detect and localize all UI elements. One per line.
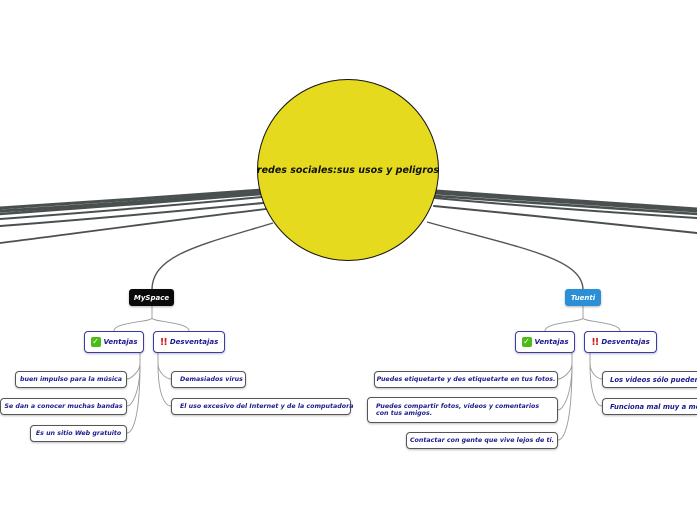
connector-myspace-ventajas	[113, 306, 153, 332]
leaf-tuenti-desventaja-1[interactable]: Los videos sólo pueden su	[602, 371, 697, 388]
leaf-myspace-desventaja-2[interactable]: El uso excesivo del Internet y de la com…	[171, 398, 354, 415]
myspace-ventajas[interactable]: ✓ Ventajas	[84, 331, 144, 353]
connector-offscreen-left-6	[0, 208, 267, 244]
leaf-text: Es un sitio Web gratuito	[35, 430, 122, 437]
leaf-text: El uso excesivo del Internet y de la com…	[180, 403, 354, 410]
connector-offscreen-left-4	[0, 196, 263, 220]
leaf-text: Puedes compartir fotos, videos y comenta…	[376, 403, 540, 417]
leaf-tuenti-ventaja-2[interactable]: Puedes compartir fotos, videos y comenta…	[367, 397, 558, 423]
connector-tu-v-1	[557, 353, 573, 380]
topic-tuenti[interactable]: Tuenti	[565, 289, 601, 306]
connector-offscreen-left-1	[0, 188, 264, 210]
leaf-text: Puedes etiquetarte y des etiquetarte en …	[376, 376, 556, 383]
check-icon: ✓	[90, 337, 101, 347]
connector-ms-v-1	[126, 353, 141, 380]
leaf-myspace-ventaja-2[interactable]: Se dan a conocer muchas bandas	[0, 398, 127, 415]
leaf-text: buen impulso para la música	[20, 376, 122, 383]
leaf-tuenti-desventaja-2[interactable]: Funciona mal muy a menu	[602, 398, 697, 415]
connector-tuenti-ventajas	[544, 306, 584, 332]
connector-central-tuenti	[426, 221, 584, 291]
connector-tu-v-3	[557, 363, 573, 441]
leaf-myspace-desventaja-1[interactable]: Demasiados virus	[171, 371, 246, 388]
topic-tuenti-label: Tuenti	[570, 293, 596, 302]
tuenti-ventajas-label: Ventajas	[534, 338, 569, 346]
connector-ms-d-1	[157, 353, 172, 380]
connector-offscreen-right-5	[433, 205, 697, 234]
central-topic[interactable]: redes sociales:sus usos y peligros	[257, 79, 439, 261]
leaf-myspace-ventaja-1[interactable]: buen impulso para la música	[15, 371, 127, 388]
leaf-tuenti-ventaja-1[interactable]: Puedes etiquetarte y des etiquetarte en …	[374, 371, 558, 388]
connector-offscreen-right-4	[434, 197, 697, 219]
topic-myspace-label: MySpace	[133, 293, 170, 302]
myspace-ventajas-label: Ventajas	[103, 338, 138, 346]
connector-tu-d-1	[589, 353, 603, 380]
tuenti-desventajas-label: Desventajas	[601, 338, 650, 346]
connector-offscreen-right-1	[434, 189, 697, 211]
connector-offscreen-left-5	[0, 202, 264, 227]
tuenti-desventajas[interactable]: !! Desventajas	[584, 331, 657, 353]
leaf-text: Los videos sólo pueden su	[610, 375, 697, 384]
connector-central-myspace	[151, 222, 274, 291]
myspace-desventajas-label: Desventajas	[169, 338, 219, 346]
connector-offscreen-left-2	[0, 190, 264, 213]
connector-myspace-desventajas	[151, 317, 190, 332]
connector-tu-d-2	[589, 363, 603, 407]
leaf-text: Se dan a conocer muchas bandas	[4, 403, 123, 410]
leaf-myspace-ventaja-3[interactable]: Es un sitio Web gratuito	[30, 425, 127, 442]
connector-offscreen-left-3	[0, 192, 264, 216]
leaf-text: Funciona mal muy a menu	[610, 402, 697, 411]
connector-ms-d-2	[157, 363, 172, 407]
topic-myspace[interactable]: MySpace	[129, 289, 174, 306]
myspace-desventajas[interactable]: !! Desventajas	[153, 331, 225, 353]
connector-ms-v-3	[126, 363, 141, 434]
central-topic-label: redes sociales:sus usos y peligros	[256, 164, 440, 176]
check-icon: ✓	[521, 337, 532, 347]
connector-tuenti-desventajas	[582, 317, 621, 332]
leaf-text: Demasiados virus	[180, 376, 243, 383]
tuenti-ventajas[interactable]: ✓ Ventajas	[515, 331, 575, 353]
double-exclamation-icon: !!	[591, 336, 599, 348]
double-exclamation-icon: !!	[159, 336, 168, 348]
connector-offscreen-right-3	[434, 194, 697, 216]
connector-offscreen-right-2	[434, 191, 697, 213]
leaf-tuenti-ventaja-3[interactable]: Contactar con gente que vive lejos de ti…	[406, 432, 558, 449]
leaf-text: Contactar con gente que vive lejos de ti…	[409, 437, 555, 444]
